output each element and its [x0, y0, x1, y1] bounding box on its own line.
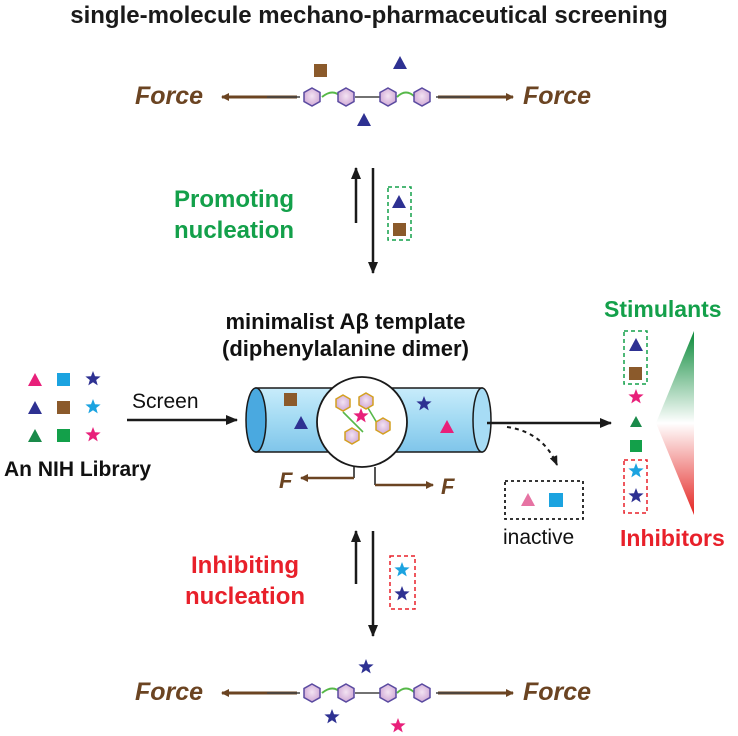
stimulant-box — [623, 330, 648, 385]
phenyl-ring — [303, 87, 321, 107]
phenyl-ring — [358, 392, 374, 410]
inhibitor-box-vertical — [389, 555, 416, 610]
f-label-left: F — [279, 468, 293, 493]
cyan-star — [85, 399, 101, 414]
template-line1: minimalist Aβ template — [225, 309, 466, 334]
f-label-right: F — [441, 474, 455, 499]
navy-triangle-compound — [294, 416, 308, 429]
phenyl-ring — [375, 417, 391, 435]
phenyl-ring — [337, 683, 355, 703]
magenta-star — [85, 427, 101, 442]
magenta-star-compound — [628, 389, 644, 404]
phenyl-ring — [379, 683, 397, 703]
magenta-star-compound — [353, 408, 369, 423]
navy-star-compound — [394, 586, 410, 601]
phenyl-ring — [413, 87, 431, 107]
navy-triangle — [28, 401, 42, 414]
navy-star-compound — [358, 659, 374, 674]
template-label: minimalist Aβ template (diphenylalanine … — [222, 308, 469, 362]
inhibiting-line2: nucleation — [185, 583, 306, 610]
compound-library-grid — [28, 371, 101, 442]
green-triangle — [28, 429, 42, 442]
brown-square-compound — [629, 367, 642, 380]
inhibiting-line1: Inhibiting — [191, 552, 299, 579]
inhibiting-label: Inhibiting nucleation — [185, 550, 305, 612]
navy-triangle-compound — [392, 195, 406, 208]
magenta-triangle-compound — [440, 420, 454, 433]
navy-triangle-compound — [357, 113, 371, 126]
navy-triangle-compound — [393, 56, 407, 69]
navy-star-compound — [628, 488, 644, 503]
zoom-circle — [316, 376, 408, 485]
inactive-box — [504, 480, 584, 520]
force-label-top-left: Force — [135, 82, 204, 110]
cyan-star-compound — [628, 463, 644, 478]
promoter-box — [387, 186, 412, 241]
magenta-star-compound — [390, 718, 406, 733]
phenyl-ring — [335, 394, 351, 412]
brown-square-compound — [393, 223, 406, 236]
promoting-line1: Promoting — [174, 186, 294, 213]
green-triangle-compound — [630, 416, 642, 427]
pink-triangle-compound — [521, 493, 535, 506]
cyan-star-compound — [394, 562, 410, 577]
promoting-label: Promoting nucleation — [174, 184, 294, 246]
magenta-triangle — [28, 373, 42, 386]
template-line2: (diphenylalanine dimer) — [222, 336, 469, 361]
library-label: An NIH Library — [4, 458, 152, 481]
phenyl-ring — [337, 87, 355, 107]
inactive-arrow — [506, 426, 558, 466]
phenyl-ring — [379, 87, 397, 107]
diagram-title: single-molecule mechano-pharmaceutical s… — [70, 2, 668, 29]
screen-label: Screen — [132, 390, 199, 413]
navy-star-compound — [416, 396, 432, 411]
navy-star-compound — [324, 709, 340, 724]
green-square-compound — [630, 440, 642, 452]
force-label-bottom-right: Force — [523, 678, 592, 706]
green-square — [57, 429, 70, 442]
phenyl-ring — [344, 427, 360, 445]
top-force-assembly — [221, 56, 514, 126]
brown-square — [57, 401, 70, 414]
brown-square-compound — [314, 64, 327, 77]
phenyl-ring — [303, 683, 321, 703]
bottom-force-assembly — [221, 659, 514, 733]
navy-triangle-compound — [629, 338, 643, 351]
cyan-square-compound — [549, 493, 563, 507]
inhibitor-box — [623, 459, 648, 514]
inhibitors-label: Inhibitors — [620, 525, 725, 551]
brown-square-compound — [284, 393, 297, 406]
cyan-square — [57, 373, 70, 386]
stimulants-label: Stimulants — [604, 296, 722, 322]
promoting-line2: nucleation — [174, 217, 295, 244]
phenyl-ring — [413, 683, 431, 703]
navy-star — [85, 371, 101, 386]
inactive-label: inactive — [503, 526, 575, 549]
force-label-bottom-left: Force — [135, 678, 204, 706]
stimulant-gradient — [656, 331, 694, 423]
force-label-top-right: Force — [523, 82, 592, 110]
inhibitor-gradient — [656, 423, 694, 515]
